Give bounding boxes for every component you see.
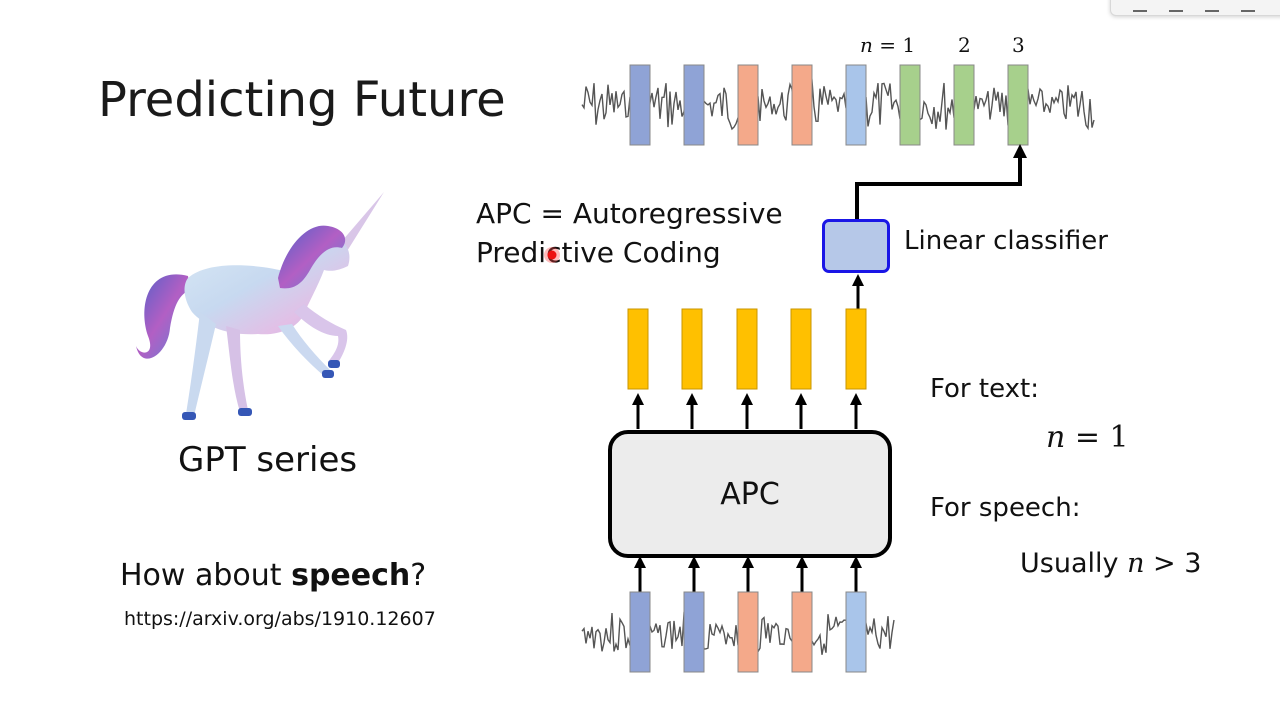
arrow-head [634,556,646,568]
apc-definition-line1: APC = Autoregressive [476,197,783,230]
apc-definition-line2: Predictive Coding [476,236,721,269]
arrow-head [796,556,808,568]
presenter-toolbar[interactable] [1110,0,1280,16]
for-text-label: For text: [930,374,1039,404]
output-frame [1007,64,1029,146]
slide-title: Predicting Future [98,72,506,128]
apc-definition: APC = Autoregressive Predictive Coding [476,194,783,272]
arrow-head [632,393,644,405]
representation-bar [790,308,812,390]
text-n-equation: n = 1 [1046,420,1129,455]
input-frame [845,591,867,673]
classifier-input-arrow [852,274,864,310]
step-label-3: 3 [1012,33,1025,57]
arrow-head [741,393,753,405]
representation-bar [627,308,649,390]
arrow-head [742,556,754,568]
apc-output-representations [627,308,867,429]
toolbar-icon[interactable] [1241,2,1255,12]
unicorn-illustration [136,192,384,420]
output-frame [953,64,975,146]
toolbar-icon[interactable] [1205,2,1219,12]
arrow-head [686,393,698,405]
bottom-frames [629,591,867,673]
output-frame [683,64,705,146]
top-frames [629,64,1029,146]
toolbar-icon[interactable] [1133,2,1147,12]
apc-model-label: APC [720,476,780,512]
step-label-n1: n = 1 [860,33,916,57]
representation-bar [845,308,867,390]
for-speech-label: For speech: [930,493,1081,523]
input-frame [737,591,759,673]
classifier-connector [855,144,1027,220]
image-caption: GPT series [178,440,358,480]
reference-url[interactable]: https://arxiv.org/abs/1910.12607 [124,608,436,630]
input-frame [791,591,813,673]
step-label-2: 2 [958,33,971,57]
linear-classifier-label: Linear classifier [904,226,1108,256]
output-frame [629,64,651,146]
output-frame [737,64,759,146]
representation-bar [736,308,758,390]
arrow-head [795,393,807,405]
speech-n-equation: Usually n > 3 [1020,548,1202,579]
arrow-head [688,556,700,568]
input-frame [683,591,705,673]
output-frame [899,64,921,146]
apc-model-box: APC [608,430,892,558]
toolbar-icon[interactable] [1169,2,1183,12]
input-waveform [581,556,895,673]
question-suffix: ? [410,558,427,593]
output-frame [845,64,867,146]
linear-classifier-box [822,219,890,273]
arrow-head [850,556,862,568]
output-waveform [581,64,1095,146]
speech-question: How about speech? [120,558,426,593]
representation-bar [681,308,703,390]
laser-pointer-icon [544,247,560,263]
input-frame [629,591,651,673]
arrow-head [850,393,862,405]
output-frame [791,64,813,146]
question-bold-word: speech [291,558,411,593]
question-prefix: How about [120,558,292,593]
